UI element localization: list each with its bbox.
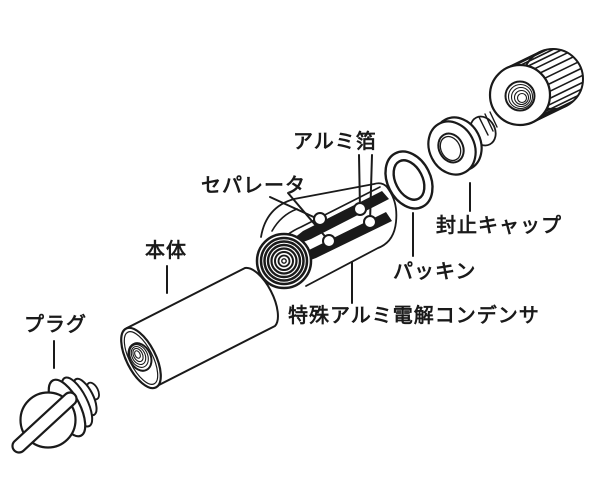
capacitor-label: 特殊アルミ電解コンデンサ [288, 303, 540, 327]
callout-line-foil-1 [358, 154, 361, 210]
plug-pin [11, 391, 78, 454]
marker-separator-layer-1 [313, 212, 327, 226]
knurled-cap-part-graphic [488, 48, 584, 127]
callout-line-separator-1 [269, 196, 319, 220]
aluminum-foil-label: アルミ箔 [293, 129, 377, 153]
callout-line-foil-2 [369, 154, 373, 223]
callout-markers [313, 202, 377, 248]
body-label: 本体 [145, 238, 187, 262]
separator-label: セパレータ [201, 173, 306, 197]
marker-separator-layer-2 [322, 234, 336, 248]
body-thread-hole [127, 342, 153, 372]
roll-spiral-face [255, 232, 313, 290]
marker-foil-layer-1 [353, 202, 367, 216]
seal-cap-label: 封止キャップ [436, 213, 562, 237]
plug-part-graphic [11, 376, 100, 454]
packing-part-graphic [384, 150, 434, 210]
marker-foil-layer-2 [363, 215, 377, 229]
seal-cap-part-graphic [427, 111, 498, 176]
packing-label: パッキン [393, 259, 477, 283]
callout-lines [53, 154, 471, 369]
plug-label: プラグ [24, 312, 87, 336]
cap-thread-hole [504, 80, 536, 112]
body-part-graphic [120, 266, 279, 390]
callout-line-separator-2 [287, 192, 330, 242]
